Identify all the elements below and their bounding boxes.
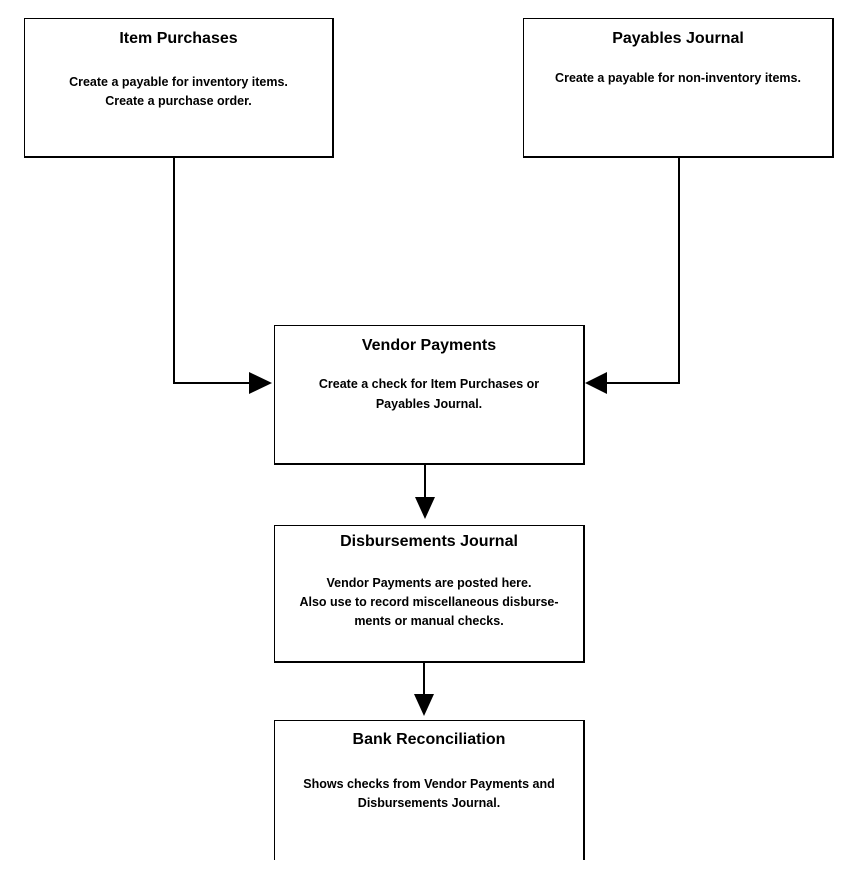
bank-reconciliation-line: Disbursements Journal. xyxy=(357,796,501,810)
vendor-payments-line: Create a check for Item Purchases or xyxy=(318,377,540,391)
arrowhead-into-vendor-payments-left xyxy=(249,372,272,394)
item-purchases-description: Create a payable for inventory items. Cr… xyxy=(25,73,332,111)
payables-journal-line: Create a payable for non-inventory items… xyxy=(555,71,801,85)
payables-journal-box: Payables Journal Create a payable for no… xyxy=(523,18,834,158)
payables-journal-description: Create a payable for non-inventory items… xyxy=(524,69,832,88)
bank-reconciliation-box: Bank Reconciliation Shows checks from Ve… xyxy=(274,720,585,860)
bank-reconciliation-description: Shows checks from Vendor Payments and Di… xyxy=(275,775,583,813)
vendor-payments-line: Payables Journal. xyxy=(375,397,483,411)
disbursements-journal-line: Also use to record miscellaneous disburs… xyxy=(299,595,559,609)
disbursements-journal-description: Vendor Payments are posted here. Also us… xyxy=(275,574,583,631)
arrowhead-into-disbursements-journal xyxy=(415,497,435,519)
connector-payables-journal-to-vendor-payments xyxy=(605,154,680,384)
item-purchases-line: Create a payable for inventory items. xyxy=(69,75,288,89)
item-purchases-line: Create a purchase order. xyxy=(105,94,252,108)
item-purchases-title: Item Purchases xyxy=(119,30,238,47)
arrowhead-into-bank-reconciliation xyxy=(414,694,434,716)
disbursements-journal-line: Vendor Payments are posted here. xyxy=(326,576,532,590)
vendor-payments-box: Vendor Payments Create a check for Item … xyxy=(274,325,585,465)
arrowhead-into-vendor-payments-right xyxy=(585,372,607,394)
connector-item-purchases-to-vendor-payments xyxy=(173,158,252,384)
payables-journal-title: Payables Journal xyxy=(612,30,744,47)
bank-reconciliation-line: Shows checks from Vendor Payments and xyxy=(303,777,555,791)
bank-reconciliation-title: Bank Reconciliation xyxy=(352,731,506,748)
disbursements-journal-box: Disbursements Journal Vendor Payments ar… xyxy=(274,525,585,663)
disbursements-journal-title: Disbursements Journal xyxy=(340,533,518,550)
vendor-payments-description: Create a check for Item Purchases or Pay… xyxy=(275,374,583,414)
disbursements-journal-line: ments or manual checks. xyxy=(354,614,504,628)
vendor-payments-title: Vendor Payments xyxy=(361,337,497,354)
item-purchases-box: Item Purchases Create a payable for inve… xyxy=(24,18,334,158)
